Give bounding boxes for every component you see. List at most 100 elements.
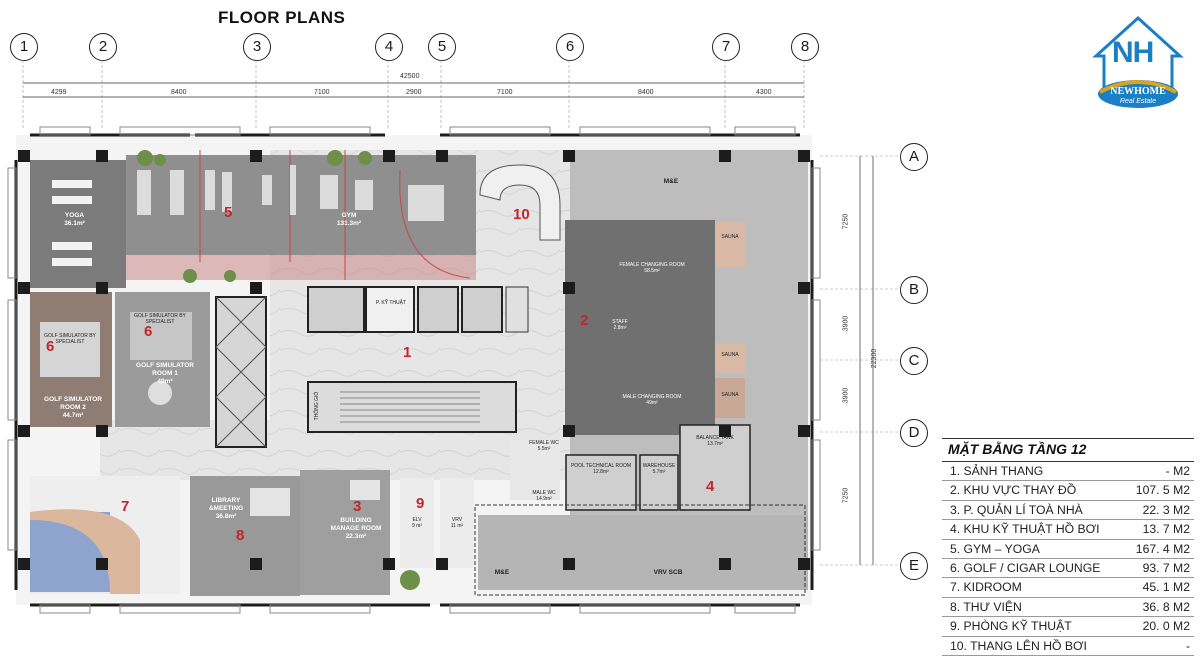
- dimension-span-vertical: 3900: [842, 315, 850, 332]
- staff-room-area: 2.8m²: [613, 325, 627, 331]
- ventilation-label: THÔNG GIÓ: [314, 391, 320, 421]
- legend-row: 3. P. QUẢN LÍ TOÀ NHÀ 22. 3 M2: [942, 501, 1194, 521]
- legend-value: -: [1185, 638, 1190, 653]
- brand-logo: NH NEWHOME Real Estate: [1090, 12, 1186, 120]
- dimension-span: 4299: [51, 89, 67, 96]
- zone-number: 9: [416, 495, 425, 512]
- room-male-changing-name: MALE CHANGING ROOM: [622, 394, 682, 400]
- legend-title: MẶT BẰNG TẦNG 12: [942, 438, 1194, 462]
- legend-row: 10. THANG LÊN HỒ BƠI -: [942, 637, 1194, 656]
- staff-room-name: STAFF: [612, 319, 628, 325]
- room-library-area: 36.8m²: [215, 512, 237, 520]
- room-golf-2: GOLF SIMULATOR ROOM 2 44.7m²: [38, 396, 108, 419]
- room-male-changing-area: 49m²: [646, 400, 658, 406]
- legend-value: 22. 3 M2: [1142, 502, 1190, 517]
- zone-number: 6: [46, 338, 55, 355]
- room-building-manage-name: BUILDING MANAGE ROOM: [330, 517, 382, 532]
- grid-row-marker: A: [900, 143, 928, 171]
- zone-number: 10: [513, 206, 530, 223]
- legend-row: 6. GOLF / CIGAR LOUNGE 93. 7 M2: [942, 559, 1194, 579]
- legend-row: 1. SẢNH THANG- M2: [942, 462, 1194, 482]
- golf-simulator-label: GOLF SIMULATOR BY SPECIALIST: [44, 333, 96, 345]
- dimension-span-vertical: 7250: [842, 213, 850, 230]
- legend-value: 93. 7 M2: [1142, 561, 1190, 576]
- area-legend: MẶT BẰNG TẦNG 12 1. SẢNH THANG- M2 2. KH…: [942, 438, 1194, 656]
- room-pool-technical-area: 12.8m²: [593, 469, 609, 475]
- room-male-wc-name: MALE WC: [532, 490, 556, 496]
- room-male-wc: MALE WC 14.9m²: [527, 490, 561, 502]
- zone-number: 3: [353, 498, 362, 515]
- room-golf-1-area: 49m²: [157, 377, 173, 385]
- room-elv: ELV 9 m²: [402, 517, 432, 529]
- legend-label: 3. P. QUẢN LÍ TOÀ NHÀ: [950, 502, 1083, 517]
- legend-label: 6. GOLF / CIGAR LOUNGE: [950, 561, 1101, 576]
- dimension-span: 2900: [406, 89, 422, 96]
- room-female-changing: FEMALE CHANGING ROOM 58.5m²: [612, 262, 692, 274]
- legend-label: 7. KIDROOM: [950, 580, 1022, 595]
- room-elv-name: ELV: [412, 517, 422, 523]
- room-warehouse-name: WAREHOUSE: [642, 463, 676, 469]
- legend-label: 2. KHU VỰC THAY ĐỒ: [950, 483, 1077, 498]
- grid-column-marker: 1: [10, 33, 38, 61]
- room-male-changing: MALE CHANGING ROOM 49m²: [612, 394, 692, 406]
- logo-letters: NH: [1112, 36, 1154, 69]
- room-female-changing-area: 58.5m²: [644, 268, 660, 274]
- zone-number: 2: [580, 312, 589, 329]
- sauna-label: SAUNA: [721, 234, 739, 240]
- room-building-manage: BUILDING MANAGE ROOM 22.3m²: [330, 517, 382, 540]
- legend-label: 4. KHU KỸ THUẬT HỒ BƠI: [950, 522, 1100, 537]
- room-male-wc-area: 14.9m²: [536, 496, 552, 502]
- room-me-bottom: M&E: [494, 569, 510, 576]
- legend-row: 2. KHU VỰC THAY ĐỒ 107. 5 M2: [942, 481, 1194, 501]
- grid-row-marker: B: [900, 276, 928, 304]
- legend-value: 107. 5 M2: [1135, 483, 1190, 498]
- grid-row-marker: D: [900, 419, 928, 447]
- room-pool-technical: POOL TECHNICAL ROOM 12.8m²: [566, 463, 636, 475]
- grid-column-marker: 4: [375, 33, 403, 61]
- grid-column-marker: 2: [89, 33, 117, 61]
- legend-label: 10. THANG LÊN HỒ BƠI: [950, 638, 1087, 653]
- logo-house-icon: [1092, 15, 1184, 108]
- legend-label: 1. SẢNH THANG: [950, 464, 1044, 478]
- room-golf-1: GOLF SIMULATOR ROOM 1 49m²: [130, 362, 200, 385]
- legend-value: 20. 0 M2: [1142, 619, 1190, 634]
- grid-column-marker: 6: [556, 33, 584, 61]
- grid-column-marker: 3: [243, 33, 271, 61]
- room-yoga-area: 36.1m²: [64, 219, 85, 227]
- logo-sub: Real Estate: [1119, 98, 1157, 105]
- room-female-changing-name: FEMALE CHANGING ROOM: [619, 262, 685, 268]
- room-vrv-name: VRV: [451, 517, 463, 523]
- room-library: LIBRARY &MEETING 36.8m²: [202, 497, 250, 520]
- grid-row-marker: E: [900, 552, 928, 580]
- legend-value: 167. 4 M2: [1135, 541, 1190, 556]
- legend-row: 5. GYM – YOGA 167. 4 M2: [942, 540, 1194, 560]
- zone-number: 5: [224, 204, 233, 221]
- room-warehouse: WAREHOUSE 5.7m²: [640, 463, 678, 475]
- zone-number: 8: [236, 527, 245, 544]
- zone-number: 6: [144, 323, 153, 340]
- room-female-wc-area: 5.5m²: [537, 446, 551, 452]
- grid-column-marker: 5: [428, 33, 456, 61]
- room-female-wc-name: FEMALE WC: [529, 440, 559, 446]
- dimension-total-height: 22300: [871, 348, 879, 369]
- legend-label: 9. PHÒNG KỸ THUẬT: [950, 619, 1072, 634]
- sauna-label: SAUNA: [721, 352, 739, 358]
- technical-room-label: P. KỸ THUẬT: [375, 300, 407, 306]
- room-female-wc: FEMALE WC 5.5m²: [525, 440, 563, 452]
- room-pool-technical-name: POOL TECHNICAL ROOM: [570, 463, 632, 469]
- zone-number: 7: [121, 498, 130, 515]
- legend-value: 13. 7 M2: [1142, 522, 1190, 537]
- room-golf-2-name: GOLF SIMULATOR ROOM 2: [44, 396, 102, 411]
- legend-label: 8. THƯ VIỆN: [950, 599, 1022, 614]
- legend-row: 9. PHÒNG KỸ THUẬT 20. 0 M2: [942, 617, 1194, 637]
- dimension-span: 7100: [497, 89, 513, 96]
- room-yoga-name: YOGA: [64, 212, 85, 219]
- legend-label: 5. GYM – YOGA: [950, 541, 1040, 556]
- golf-simulator-label: GOLF SIMULATOR BY SPECIALIST: [134, 313, 186, 325]
- logo-brand: NEWHOME: [1110, 86, 1166, 97]
- sauna-label: SAUNA: [721, 392, 739, 398]
- room-golf-1-name: GOLF SIMULATOR ROOM 1: [136, 362, 194, 377]
- zone-number: 4: [706, 478, 715, 495]
